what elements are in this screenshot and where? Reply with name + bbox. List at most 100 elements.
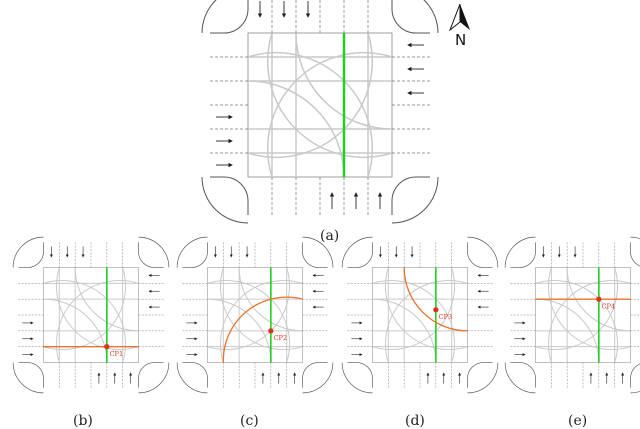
turn-path: [220, 280, 303, 363]
turn-path: [385, 280, 468, 363]
turn-path: [56, 280, 139, 363]
panel-caption-e: (e): [568, 413, 587, 429]
vehicle-paths: [207, 267, 303, 363]
lane-arrows: [186, 246, 324, 384]
corner-sw: [341, 362, 373, 394]
turn-path: [566, 267, 631, 332]
panel-d: CP3: [341, 236, 499, 394]
turn-path: [372, 280, 455, 363]
corner-ne: [423, 0, 439, 34]
box-outline: [535, 267, 631, 363]
curb-nw: [210, 0, 249, 34]
road-edges: [176, 236, 334, 394]
turn-path: [372, 267, 455, 350]
turn-path: [43, 298, 108, 363]
lane-markings: [510, 242, 640, 388]
vehicle-paths: [535, 267, 631, 363]
turn-path: [295, 32, 393, 130]
lane-arrows: [22, 246, 160, 384]
conflict-point: [433, 307, 439, 313]
conflict-point-label: CP3: [438, 313, 452, 321]
curb-ne: [302, 242, 328, 268]
curb-nw: [182, 242, 208, 268]
intersection-box: [43, 267, 139, 363]
panel-a: [201, 0, 439, 224]
turn-path: [247, 80, 345, 178]
conflict-point-label: CP2: [273, 334, 287, 342]
intersection-box: [247, 32, 393, 178]
panel-caption-a: (a): [320, 228, 339, 244]
curb-ne: [138, 242, 164, 268]
curb-nw: [510, 242, 536, 268]
turn-path: [207, 280, 290, 363]
curb-nw: [347, 242, 373, 268]
turn-path: [267, 32, 393, 158]
corner-ne: [138, 236, 170, 268]
road-edges: [504, 236, 640, 394]
corner-nw: [12, 236, 44, 268]
panel-caption-c: (c): [240, 413, 259, 429]
road-edges: [341, 236, 499, 394]
road-edges: [12, 236, 170, 394]
box-outline: [43, 267, 139, 363]
conflict-point-label: CP1: [109, 350, 123, 358]
curb-nw: [18, 242, 44, 268]
north-label: N: [455, 31, 466, 49]
conflict-path: [222, 296, 303, 363]
panel-b: CP1: [12, 236, 170, 394]
intersection-box: [207, 267, 303, 363]
turn-path: [220, 267, 303, 350]
lane-arrows: [514, 246, 625, 384]
turn-path: [247, 52, 373, 178]
lane-arrows: [351, 246, 489, 384]
turn-path: [548, 267, 631, 350]
turn-path: [238, 267, 303, 332]
curb-se: [302, 362, 328, 388]
turn-path: [535, 280, 618, 363]
turn-path: [74, 267, 139, 332]
turn-path: [535, 298, 600, 363]
turn-path: [267, 52, 393, 178]
curb-ne: [391, 0, 430, 34]
curb-sw: [210, 176, 249, 215]
box-outline: [372, 267, 468, 363]
corner-se: [630, 390, 640, 394]
intersection-box: [535, 267, 631, 363]
north-arrow-icon: N: [448, 3, 470, 49]
curb-ne: [630, 242, 640, 267]
corner-sw: [201, 176, 249, 224]
turn-path: [247, 32, 373, 158]
lane-markings: [347, 242, 493, 388]
corner-ne: [630, 236, 640, 240]
road-edges: [201, 0, 439, 224]
corner-ne: [302, 236, 334, 268]
lane-markings: [210, 0, 430, 215]
turn-path: [56, 267, 139, 350]
corner-se: [138, 362, 170, 394]
curb-se: [138, 362, 164, 388]
corner-sw: [12, 362, 44, 394]
lane-markings: [182, 242, 328, 388]
corner-sw: [504, 362, 536, 394]
curb-se: [630, 363, 640, 388]
curb-sw: [510, 362, 536, 388]
conflict-point-label: CP4: [601, 302, 615, 310]
conflict-point: [104, 344, 110, 350]
conflict-path: [403, 267, 468, 332]
box-outline: [207, 267, 303, 363]
intersection-box: [372, 267, 468, 363]
panel-c: CP2: [176, 236, 334, 394]
panel-caption-b: (b): [73, 413, 93, 429]
conflict-point: [596, 296, 602, 302]
curb-sw: [18, 362, 44, 388]
corner-se: [391, 176, 439, 224]
vehicle-paths: [247, 32, 393, 178]
curb-ne: [467, 242, 493, 268]
panel-e: CP4: [504, 236, 640, 394]
curb-sw: [182, 362, 208, 388]
corner-se: [302, 362, 334, 394]
vehicle-paths: [43, 267, 139, 363]
corner-nw: [504, 236, 536, 268]
panel-caption-d: (d): [405, 413, 425, 429]
turn-path: [372, 298, 437, 363]
